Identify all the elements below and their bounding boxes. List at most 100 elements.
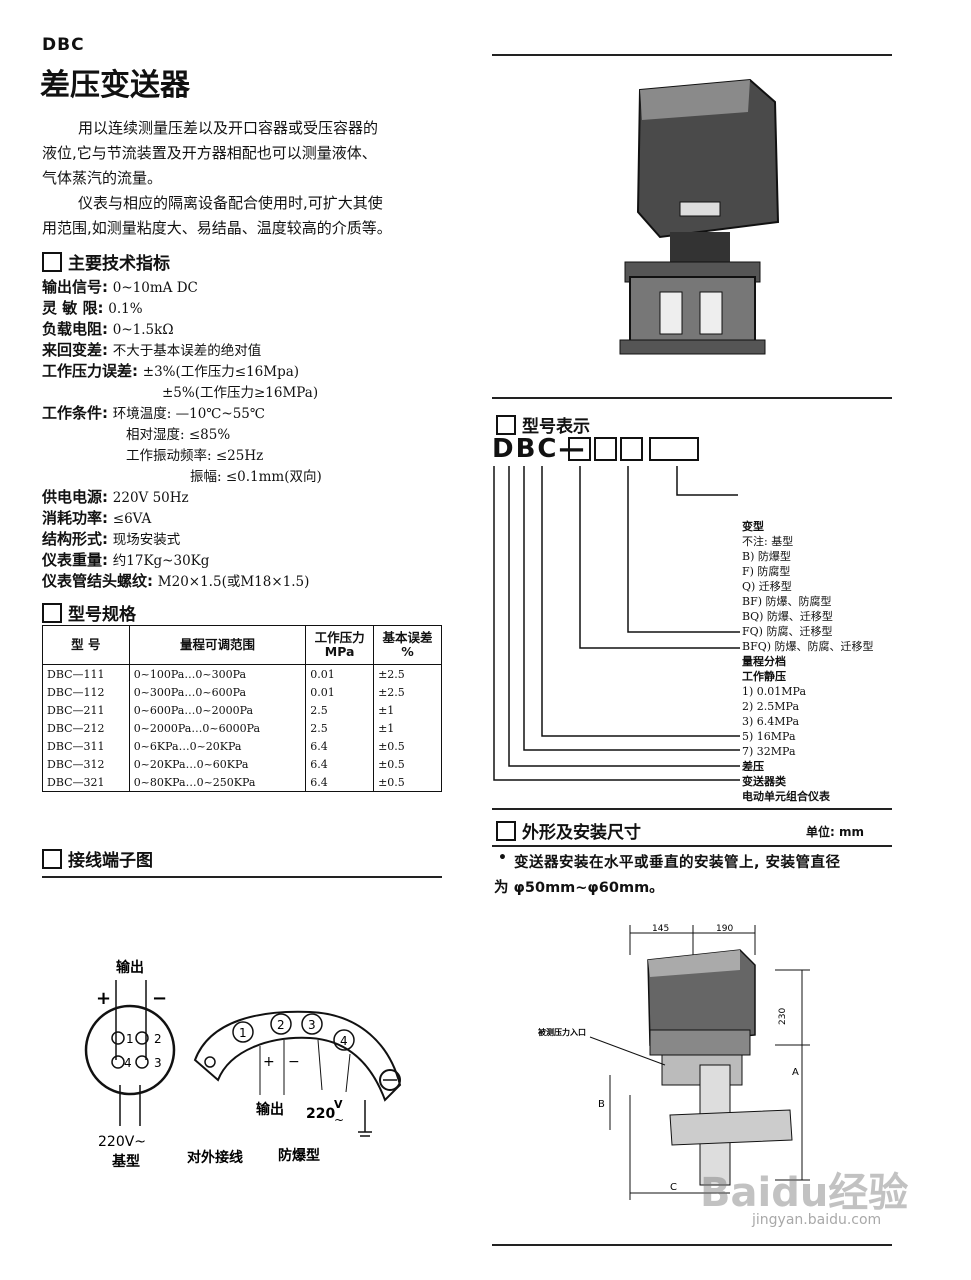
model-item: 差压 (742, 760, 764, 773)
checkbox-icon (42, 251, 62, 272)
dimensions-heading: 外形及安装尺寸 (496, 818, 641, 843)
dim-label: A (792, 1067, 799, 1078)
model-item: FQ) 防腐、迁移型 (742, 625, 833, 638)
output-label: 输出 (116, 959, 144, 976)
spec-value: ≤6VA (112, 511, 152, 527)
arc-voltage-ac: ~ (334, 1113, 344, 1127)
cell: 0~600Pa…0~2000Pa (128, 701, 307, 719)
col-header: 基本误差 % (373, 625, 442, 665)
model-item: 变送器类 (742, 775, 786, 788)
spec-value: 220V 50Hz (112, 490, 189, 506)
spec-value: ±5%(工作压力≥16MPa) (162, 385, 319, 401)
model-item: 5) 16MPa (742, 730, 796, 743)
model-code-diagram (493, 437, 740, 781)
model-item: 工作静压 (742, 670, 786, 683)
checkbox-icon (42, 848, 62, 869)
spec-value: ±3%(工作压力≤16Mpa) (142, 364, 300, 380)
tech-heading: 主要技术指标 (42, 249, 170, 274)
cell: DBC—112 (42, 683, 130, 701)
dimensions-heading-text: 外形及安装尺寸 (522, 823, 641, 843)
spec-row: 灵 敏 限: 0.1% (42, 297, 143, 318)
dim-label: B (598, 1099, 605, 1110)
pin-label: 2 (154, 1032, 162, 1046)
spec-row: 负载电阻: 0~1.5kΩ (42, 318, 174, 339)
model-item: 不注: 基型 (742, 535, 794, 548)
arc-pin: 4 (340, 1034, 348, 1048)
spec-label: 工作压力误差: (42, 362, 138, 380)
spec-row: 振幅: ≤0.1mm(双向) (190, 465, 322, 485)
intro-line: 气体蒸汽的流量。 (42, 169, 163, 187)
model-item: F) 防腐型 (742, 565, 791, 578)
spec-row: 工作条件: 环境温度: —10℃~55℃ (42, 402, 265, 423)
intro-line: 用范围,如测量粘度大、易结晶、温度较高的介质等。 (42, 219, 392, 237)
model-item: 变型 (742, 520, 764, 533)
arc-pin: 2 (277, 1018, 285, 1032)
cell: 2.5 (305, 701, 375, 719)
basic-caption-voltage: 220V~ (98, 1134, 146, 1150)
spec-value: 工作振动频率: ≤25Hz (126, 448, 264, 464)
intro-line: 仪表与相应的隔离设备配合使用时,可扩大其使 (78, 194, 383, 212)
wiring-heading-text: 接线端子图 (68, 851, 153, 871)
model-item: BFQ) 防爆、防腐、迁移型 (742, 640, 874, 653)
plus-sign: + (96, 988, 111, 1009)
spec-label: 来回变差: (42, 341, 108, 359)
pin-label: 1 (126, 1032, 134, 1046)
cell: 0~2000Pa…0~6000Pa (128, 719, 307, 737)
spec-value: 不大于基本误差的绝对值 (112, 343, 262, 359)
spec-value: 振幅: ≤0.1mm(双向) (190, 469, 322, 485)
divider (492, 845, 892, 847)
watermark-url: jingyan.baidu.com (752, 1212, 882, 1228)
cell: 2.5 (305, 719, 375, 737)
spec-label: 结构形式: (42, 530, 108, 548)
cell: 0~80KPa…0~250KPa (128, 773, 307, 792)
model-item: BF) 防爆、防腐型 (742, 595, 832, 608)
cell: 0~20KPa…0~60KPa (128, 755, 307, 773)
model-heading: 型号表示 (496, 412, 590, 437)
ext-caption: 对外接线 (187, 1149, 243, 1166)
cell: ±0.5 (373, 773, 442, 792)
cell: 0~300Pa…0~600Pa (128, 683, 307, 701)
divider (492, 808, 892, 810)
model-heading-text: 型号表示 (522, 417, 590, 437)
model-item: Q) 迁移型 (742, 580, 792, 593)
model-item: 2) 2.5MPa (742, 700, 800, 713)
cell: DBC—321 (42, 773, 130, 792)
cell: ±0.5 (373, 755, 442, 773)
spec-label: 供电电源: (42, 488, 108, 506)
bullet-dot: • (498, 850, 507, 866)
dimension-drawing: 145 190 230 A B C 被测压力入口 (538, 924, 810, 1200)
pin-label: 4 (124, 1056, 132, 1070)
install-note-line: 变送器安装在水平或垂直的安装管上, 安装管直径 (514, 855, 841, 871)
cell: DBC—212 (42, 719, 130, 737)
basic-caption-type: 基型 (112, 1153, 140, 1170)
spec-value: 0~1.5kΩ (112, 322, 174, 338)
spec-row: 工作振动频率: ≤25Hz (126, 444, 263, 464)
pressure-port-label: 被测压力入口 (538, 1027, 586, 1037)
wiring-diagram: 输出 + − 1 2 4 3 220V~ 基型 1 2 3 4 + − 输出 2… (84, 959, 402, 1170)
product-code: DBC (42, 35, 85, 55)
connector-body (84, 1004, 176, 1096)
spec-label: 输出信号: (42, 278, 108, 296)
cell: 6.4 (305, 773, 375, 792)
dim-label: 190 (716, 924, 733, 934)
divider (492, 397, 892, 399)
arc-pin: 1 (239, 1026, 247, 1040)
unit-label: 单位: mm (806, 825, 864, 839)
pin-label: 3 (154, 1056, 162, 1070)
checkbox-icon (496, 414, 516, 435)
cell: 0.01 (305, 683, 375, 701)
spec-label: 消耗功率: (42, 509, 108, 527)
spec-row: 消耗功率: ≤6VA (42, 507, 151, 528)
dim-label: 145 (652, 924, 669, 934)
model-item: 电动单元组合仪表 (742, 790, 830, 803)
page-title: 差压变送器 (40, 68, 190, 103)
wiring-heading: 接线端子图 (42, 846, 153, 871)
spec-value: 相对湿度: ≤85% (126, 427, 231, 443)
model-item: 1) 0.01MPa (742, 685, 807, 698)
divider (492, 54, 892, 56)
